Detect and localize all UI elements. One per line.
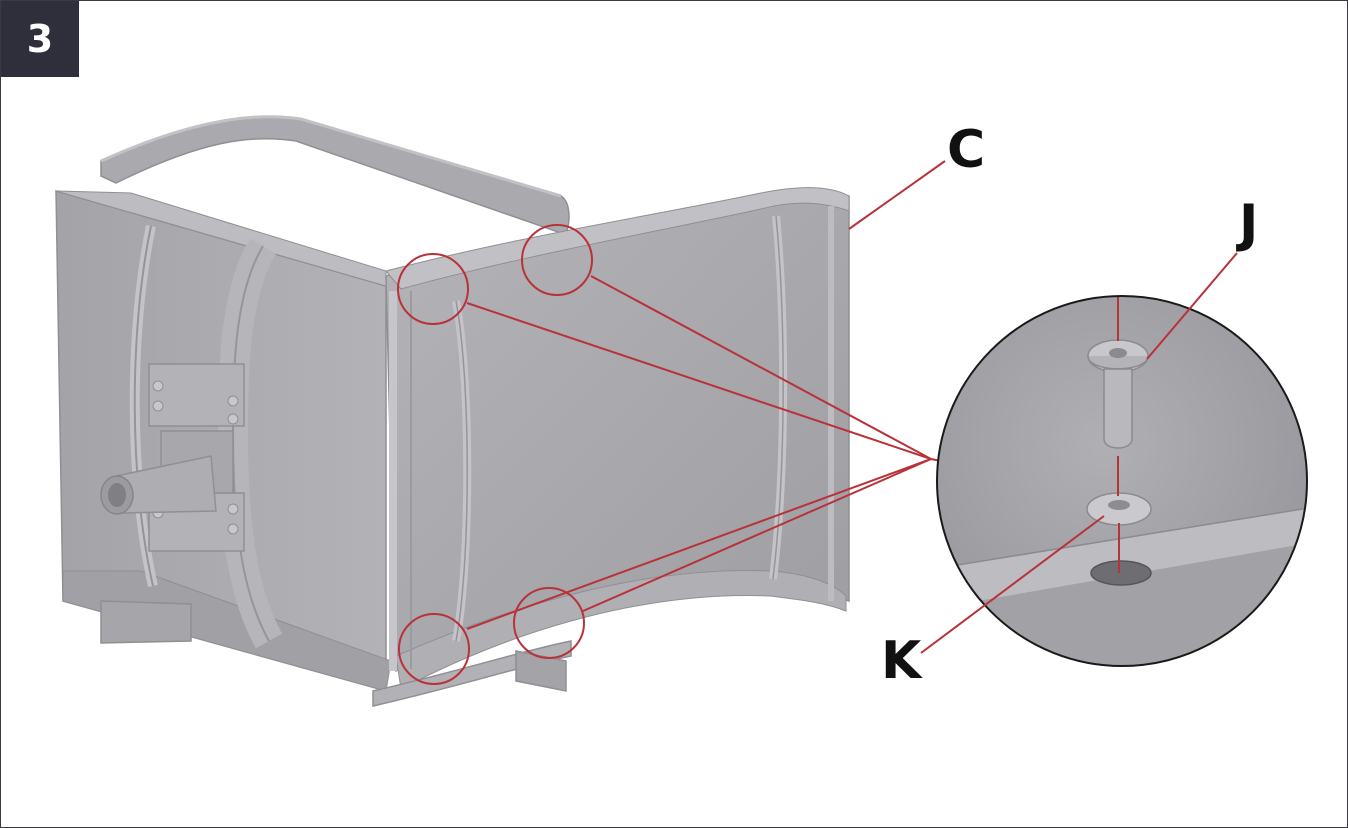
location-circle-top-left — [397, 253, 469, 325]
top-handle — [100, 115, 570, 234]
screw-icon — [1087, 339, 1149, 449]
leader-line-k — [920, 515, 1105, 654]
step-number-badge: 3 — [1, 1, 79, 77]
leader-line-j — [1146, 252, 1238, 360]
leader-line-c — [848, 160, 946, 230]
fastener-location-circles — [397, 224, 593, 685]
front-panel-c — [385, 187, 850, 690]
left-side-panel — [55, 189, 392, 692]
leader-lines — [466, 275, 942, 630]
magnified-detail-icon — [936, 295, 1308, 667]
bottom-base — [100, 600, 572, 707]
location-circle-bottom-left — [398, 613, 470, 685]
label-part-j: J — [1236, 194, 1258, 254]
location-circle-top-right — [521, 224, 593, 296]
washer-icon — [1086, 492, 1152, 526]
label-part-c: C — [947, 120, 985, 180]
label-part-k: K — [881, 631, 923, 691]
location-circle-bottom-right — [513, 587, 585, 659]
